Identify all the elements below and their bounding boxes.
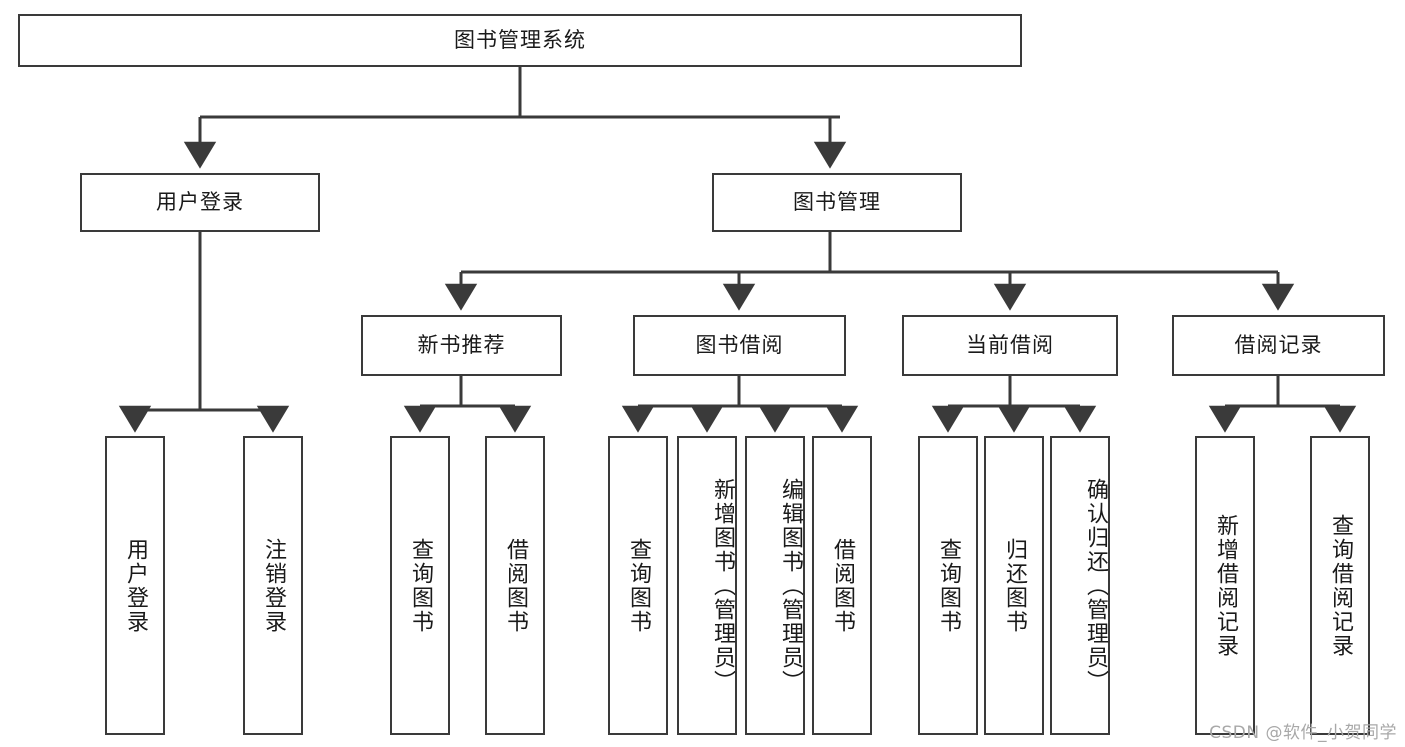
node-leaf-user-logout-label: 注销登录 [260, 537, 286, 634]
node-leaf-borrow-book-1-label: 借阅图书 [502, 537, 528, 634]
node-leaf-query-book-2[interactable]: 查询图书 [608, 436, 668, 735]
node-leaf-user-login[interactable]: 用户登录 [105, 436, 165, 735]
node-leaf-query-book-2-label: 查询图书 [625, 537, 651, 634]
node-new-book-rec[interactable]: 新书推荐 [361, 315, 562, 376]
node-leaf-query-book-1[interactable]: 查询图书 [390, 436, 450, 735]
node-leaf-query-book-3-label: 查询图书 [935, 537, 961, 634]
node-root-label: 图书管理系统 [454, 28, 586, 52]
node-leaf-return-book-label: 归还图书 [1001, 537, 1027, 634]
node-borrow-record[interactable]: 借阅记录 [1172, 315, 1385, 376]
node-leaf-edit-book[interactable]: 编辑图书（管理员） [745, 436, 805, 735]
node-leaf-add-record-label: 新增借阅记录 [1212, 513, 1238, 658]
node-user-login-label: 用户登录 [156, 190, 244, 214]
node-leaf-add-record[interactable]: 新增借阅记录 [1195, 436, 1255, 735]
csdn-watermark: CSDN @软件_小贺同学 [1209, 723, 1397, 743]
node-leaf-borrow-book-1[interactable]: 借阅图书 [485, 436, 545, 735]
node-leaf-edit-book-label: 编辑图书（管理员） [778, 477, 803, 694]
node-root[interactable]: 图书管理系统 [18, 14, 1022, 67]
node-leaf-borrow-book-2-label: 借阅图书 [829, 537, 855, 634]
node-new-book-rec-label: 新书推荐 [417, 333, 506, 357]
node-user-login[interactable]: 用户登录 [80, 173, 320, 232]
node-leaf-query-record[interactable]: 查询借阅记录 [1310, 436, 1370, 735]
node-leaf-query-book-1-label: 查询图书 [407, 537, 433, 634]
node-leaf-add-book-label: 新增图书（管理员） [710, 477, 735, 694]
node-book-manage-label: 图书管理 [793, 190, 881, 214]
node-leaf-borrow-book-2[interactable]: 借阅图书 [812, 436, 872, 735]
node-leaf-confirm-return[interactable]: 确认归还（管理员） [1050, 436, 1110, 735]
node-borrow-record-label: 借阅记录 [1234, 333, 1323, 357]
node-leaf-query-book-3[interactable]: 查询图书 [918, 436, 978, 735]
node-current-borrow-label: 当前借阅 [966, 333, 1054, 357]
node-current-borrow[interactable]: 当前借阅 [902, 315, 1118, 376]
node-leaf-query-record-label: 查询借阅记录 [1327, 513, 1353, 658]
node-leaf-user-login-label: 用户登录 [122, 537, 148, 634]
node-leaf-add-book[interactable]: 新增图书（管理员） [677, 436, 737, 735]
node-leaf-confirm-return-label: 确认归还（管理员） [1083, 477, 1108, 694]
node-leaf-return-book[interactable]: 归还图书 [984, 436, 1044, 735]
node-book-borrow[interactable]: 图书借阅 [633, 315, 846, 376]
node-book-manage[interactable]: 图书管理 [712, 173, 962, 232]
node-book-borrow-label: 图书借阅 [695, 333, 784, 357]
node-leaf-user-logout[interactable]: 注销登录 [243, 436, 303, 735]
